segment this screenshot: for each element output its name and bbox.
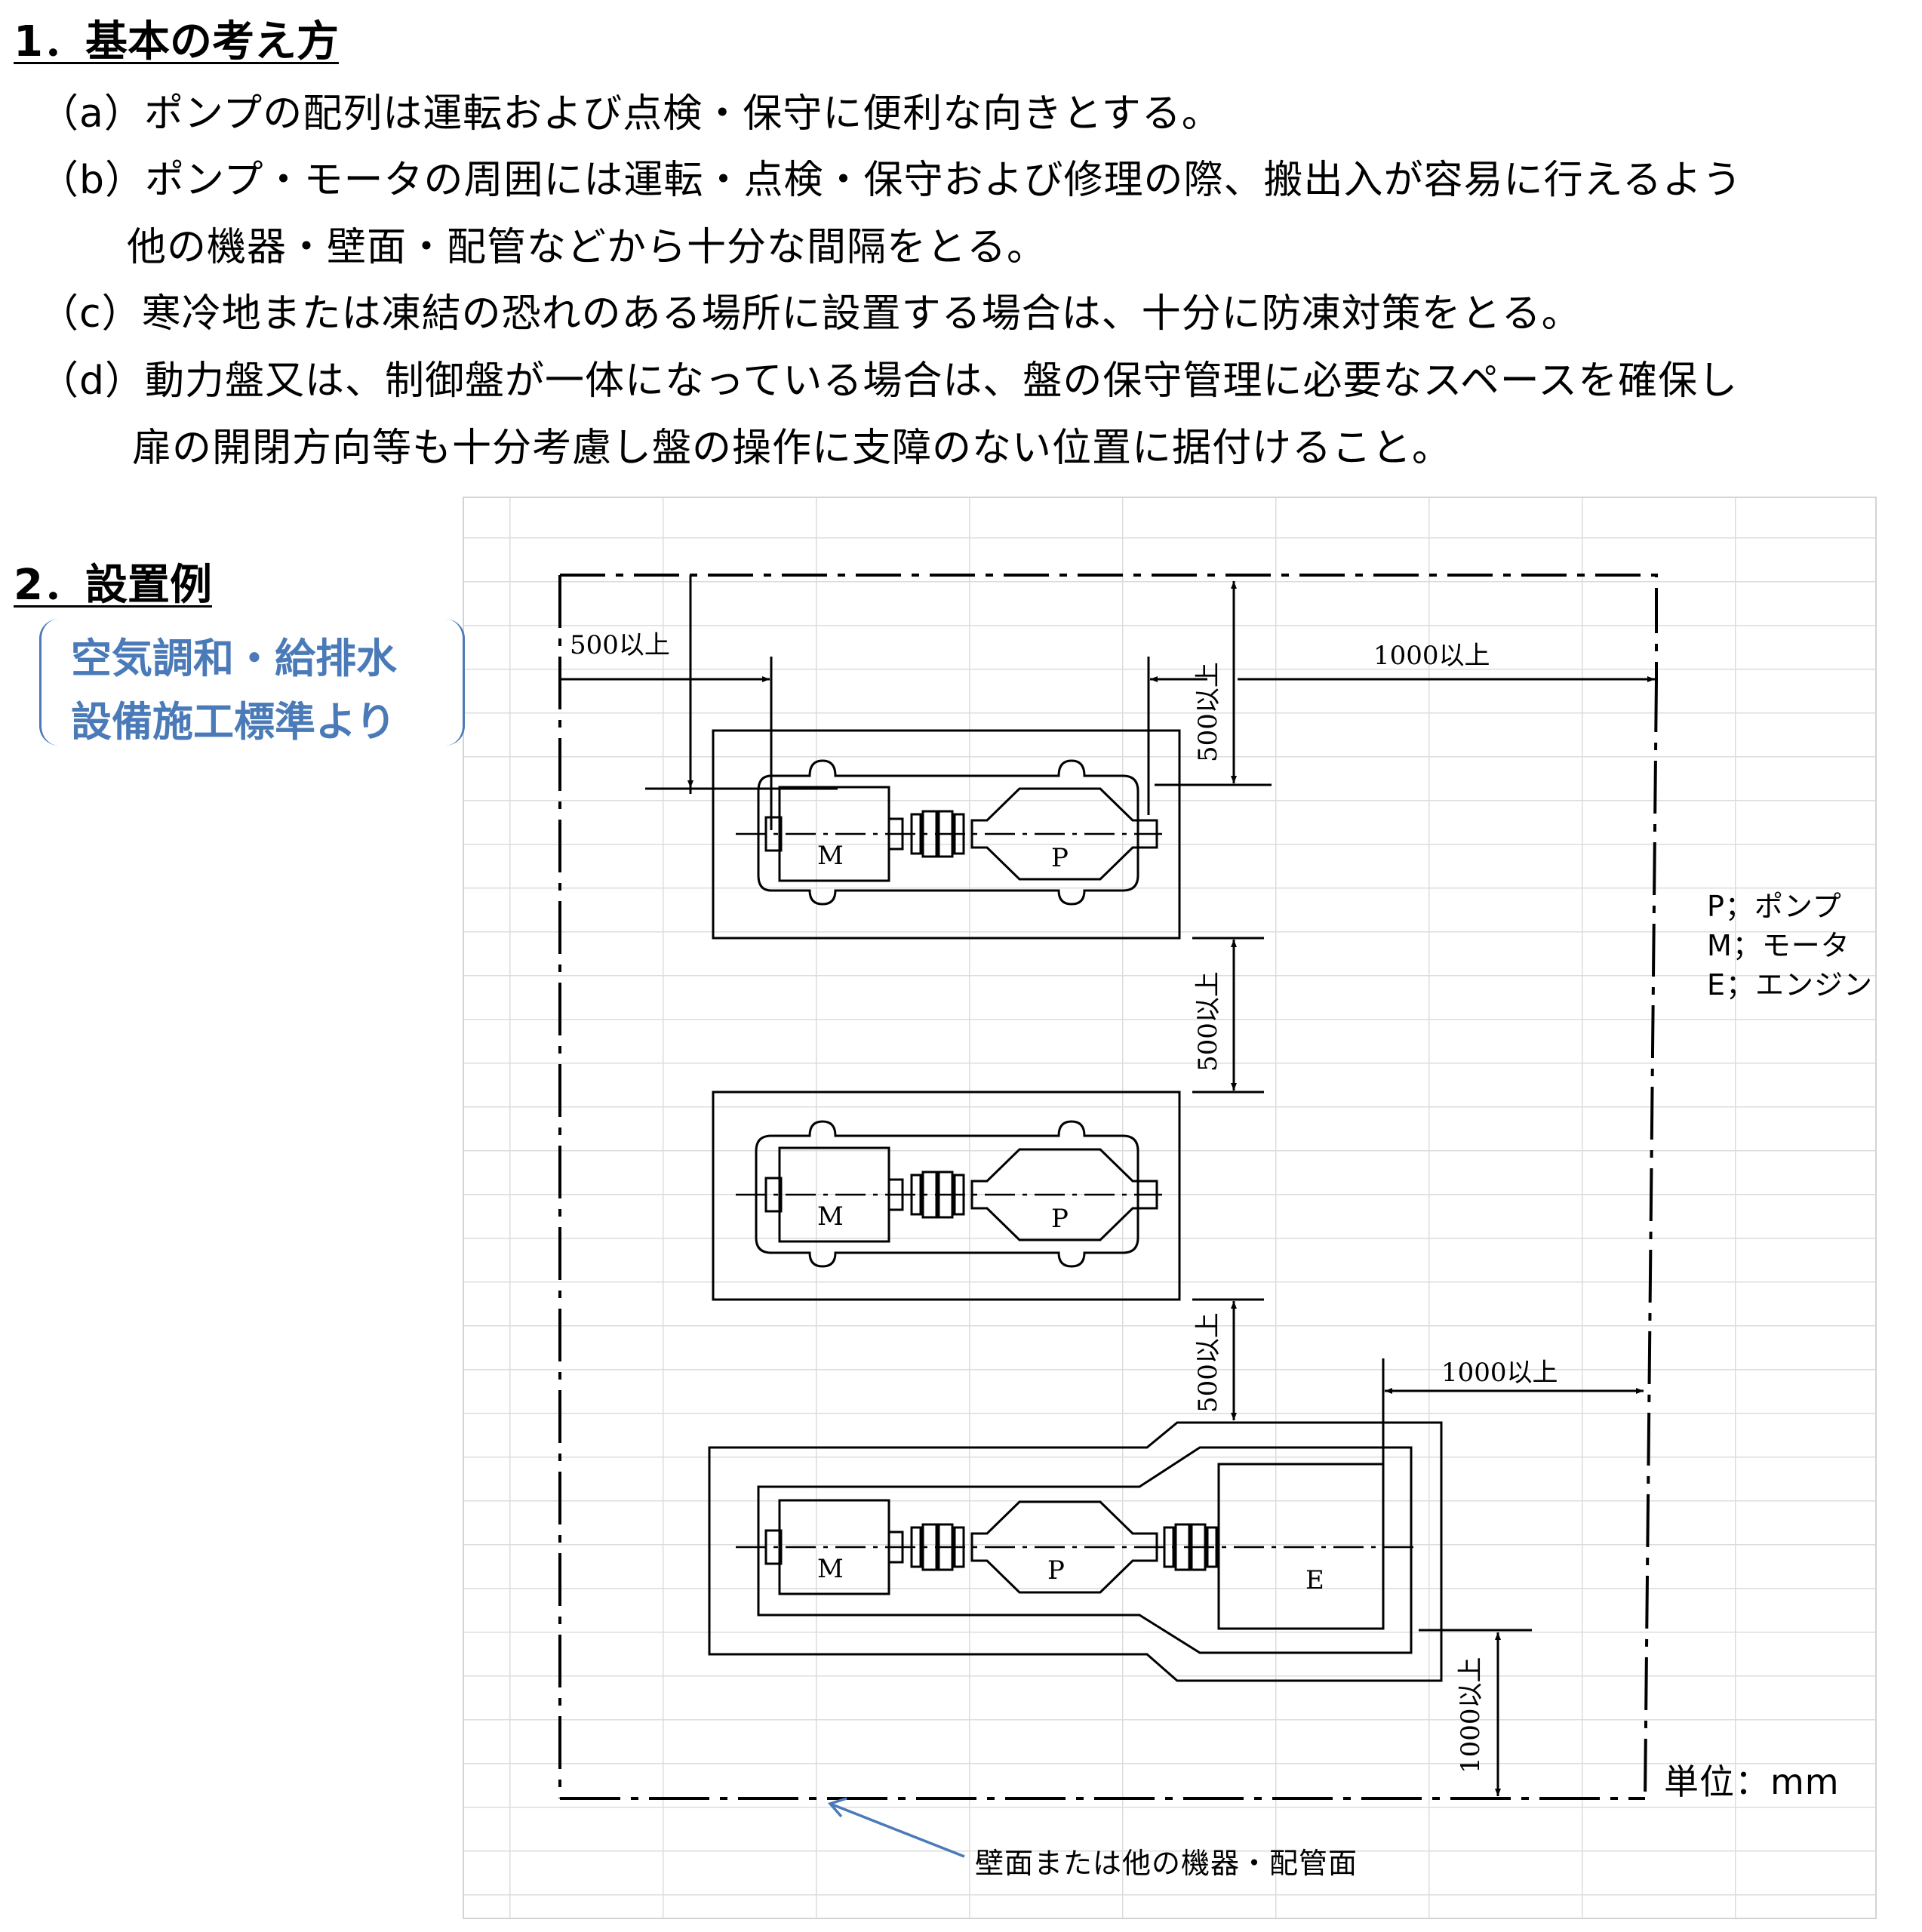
wall-caption: 壁面または他の機器・配管面 (975, 1847, 1358, 1880)
item-d: （d）動力盤又は、制御盤が一体になっている場合は、盤の保守管理に必要なスペースを… (39, 358, 1739, 404)
dim-500-mid1: 500以上 (1193, 971, 1223, 1072)
section-1-heading: 1．基本の考え方 (14, 17, 339, 66)
dim-1000-top: 1000以上 (1373, 641, 1490, 671)
sheet-grid (463, 497, 1877, 1919)
motor-label-3: M (817, 1554, 844, 1584)
section-2-heading: 2．設置例 (14, 561, 212, 610)
item-a: （a）ポンプの配列は運転および点検・保守に便利な向きとする。 (39, 91, 1222, 137)
unit-note: 単位：mm (1664, 1761, 1840, 1802)
source-line-1: 空気調和・給排水 (71, 635, 397, 682)
pump-label-2: P (1051, 1204, 1069, 1234)
legend-pump: P；ポンプ (1707, 890, 1842, 923)
item-c: （c）寒冷地または凍結の恐れのある場所に設置する場合は、十分に防凍対策をとる。 (39, 291, 1582, 337)
engine-label: E (1305, 1565, 1324, 1595)
source-bracket (39, 619, 465, 746)
pump-label-3: P (1047, 1555, 1065, 1586)
dim-1000-bottom: 1000以上 (1456, 1657, 1486, 1774)
motor-label-1: M (817, 841, 844, 871)
dim-500-top: 500以上 (1193, 662, 1223, 762)
item-b: （b）ポンプ・モータの周囲には運転・点検・保守および修理の際、搬出入が容易に行え… (39, 158, 1742, 203)
source-line-2: 設備施工標準より (71, 698, 396, 746)
dim-500-mid2: 500以上 (1193, 1312, 1223, 1413)
pump-label-1: P (1051, 843, 1069, 873)
item-d-cont: 扉の開閉方向等も十分考慮し盤の操作に支障のない位置に据付けること。 (132, 426, 1453, 471)
dim-1000-right: 1000以上 (1441, 1358, 1558, 1388)
legend-engine: E；エンジン (1707, 968, 1874, 1001)
motor-label-2: M (817, 1201, 844, 1232)
dim-500-left: 500以上 (570, 630, 670, 660)
item-b-cont: 他の機器・壁面・配管などから十分な間隔をとる。 (127, 225, 1047, 270)
legend-motor: M；モータ (1707, 929, 1850, 962)
